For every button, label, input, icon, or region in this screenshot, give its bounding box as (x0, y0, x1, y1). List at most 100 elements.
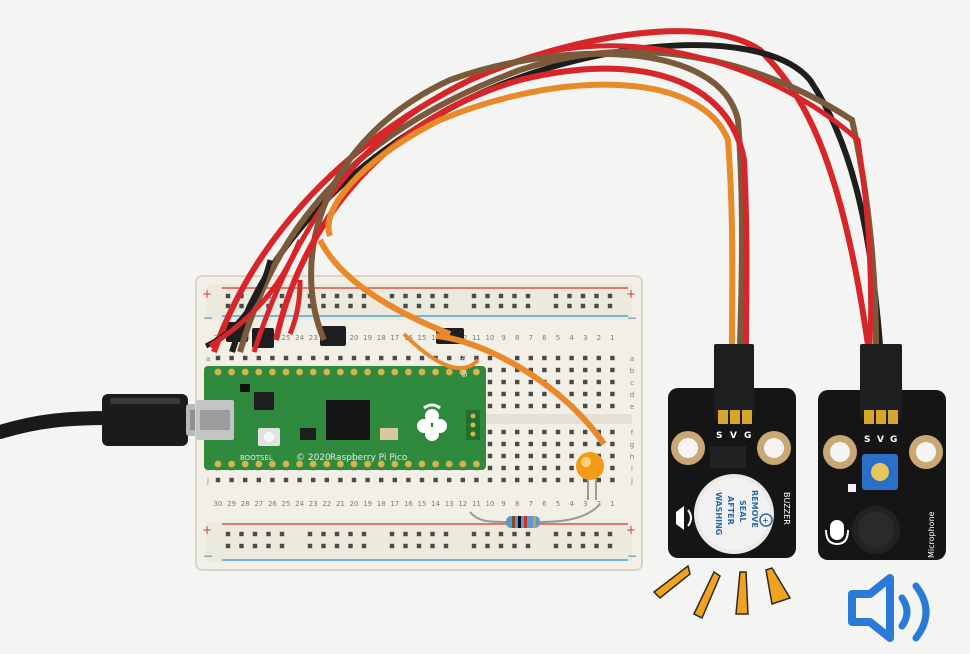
breadboard-hole (266, 531, 271, 537)
breadboard-hole (501, 379, 506, 385)
breadboard-hole (580, 531, 586, 537)
breadboard-hole (528, 379, 533, 385)
breadboard-hole (555, 477, 561, 483)
breadboard-hole (361, 303, 367, 309)
breadboard-hole (324, 477, 329, 483)
breadboard-hole (501, 453, 506, 459)
breadboard-hole (501, 465, 506, 471)
breadboard-hole (225, 531, 231, 537)
column-number: 12 (458, 500, 467, 508)
pico-pin (405, 368, 412, 376)
breadboard-hole (243, 355, 248, 361)
breadboard-hole (443, 293, 449, 299)
breadboard-hole (348, 543, 353, 549)
breadboard-hole (215, 477, 221, 483)
breadboard-hole (501, 391, 506, 397)
pico-pin (296, 460, 303, 468)
breadboard-hole (443, 531, 449, 537)
breadboard-hole (487, 391, 493, 397)
breadboard-hole (583, 441, 588, 447)
pico-pin (459, 460, 467, 468)
breadboard-hole (569, 441, 574, 447)
breadboard-hole (447, 355, 452, 361)
pico-pin (364, 368, 371, 376)
breadboard-hole (283, 477, 289, 483)
breadboard-hole (512, 303, 517, 309)
pico-pin (418, 368, 426, 376)
breadboard-hole (515, 391, 520, 397)
breadboard-hole (569, 355, 574, 361)
buzzer-silk-icon (676, 506, 692, 530)
breadboard-hole (583, 391, 588, 397)
breadboard-hole (528, 355, 533, 361)
breadboard-hole (266, 543, 271, 549)
pico-pin (296, 368, 303, 376)
breadboard-hole (321, 543, 326, 549)
column-number: 5 (556, 500, 560, 508)
breadboard-hole (243, 477, 248, 483)
breadboard-hole (348, 303, 353, 309)
row-letter: f (631, 429, 634, 437)
breadboard-hole (474, 477, 479, 483)
column-number: 5 (556, 334, 560, 342)
column-number: 10 (486, 500, 495, 508)
breadboard-hole (569, 453, 574, 459)
breadboard-hole (487, 441, 493, 447)
pico-pin (364, 460, 371, 468)
pico-pin (241, 368, 249, 376)
pico-pin (377, 460, 385, 468)
breadboard-hole (555, 453, 561, 459)
column-number: 19 (363, 500, 372, 508)
breadboard-hole (471, 531, 477, 537)
column-number: 23 (309, 500, 318, 508)
pico-pin (377, 368, 385, 376)
resistor (469, 503, 601, 528)
breadboard-hole (447, 477, 452, 483)
pico-pin (350, 368, 358, 376)
pico-pin (337, 368, 344, 376)
pico-pin (241, 460, 249, 468)
column-number: 1 (610, 334, 614, 342)
breadboard-hole (569, 465, 574, 471)
breadboard-hole (528, 367, 533, 373)
column-number: 28 (241, 500, 250, 508)
top-rail-minus-left: − (203, 311, 213, 325)
microphone-module: S V G Microphone (818, 344, 946, 560)
breadboard-hole (528, 403, 533, 409)
rp2040-chip (326, 400, 370, 440)
breadboard-hole (567, 293, 572, 299)
breadboard-hole (596, 477, 601, 483)
breadboard-hole (594, 543, 599, 549)
breadboard-hole (515, 477, 520, 483)
breadboard-hole (485, 543, 490, 549)
breadboard-hole (270, 355, 275, 361)
breadboard-hole (515, 429, 520, 435)
row-letter: c (630, 379, 634, 387)
breadboard-hole (430, 543, 435, 549)
raspberry-logo-icon (417, 403, 447, 441)
breadboard-hole (528, 429, 533, 435)
breadboard-hole (215, 355, 221, 361)
mic-pin-v: V (877, 435, 884, 445)
column-number: 3 (583, 500, 587, 508)
breadboard-hole (443, 543, 449, 549)
breadboard-hole (239, 531, 244, 537)
speaker-volume-icon (848, 574, 930, 642)
breadboard-hole (555, 367, 561, 373)
column-number: 16 (404, 500, 413, 508)
column-number: 15 (418, 334, 427, 342)
column-number: 20 (350, 334, 359, 342)
breadboard-hole (596, 355, 601, 361)
breadboard-hole (487, 403, 493, 409)
column-number: 19 (363, 334, 372, 342)
breadboard-hole (239, 543, 244, 549)
column-number: 24 (295, 500, 304, 508)
column-number: 4 (569, 334, 574, 342)
breadboard-hole (555, 465, 561, 471)
breadboard-hole (596, 391, 601, 397)
pico-pin (269, 460, 276, 468)
pico-pin (269, 368, 276, 376)
breadboard-hole (515, 355, 520, 361)
mic-pin-s: S (864, 435, 870, 445)
pico-pin (350, 460, 358, 468)
